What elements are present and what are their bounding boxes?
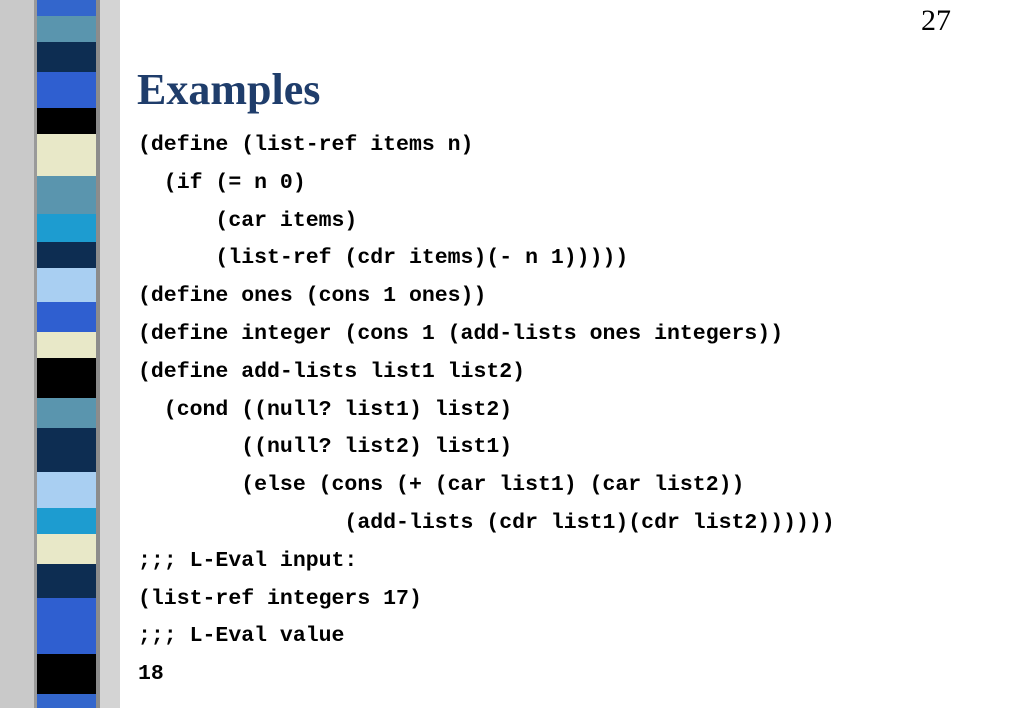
stripe-segment [37, 242, 96, 268]
stripe-segment [37, 42, 96, 72]
code-line: (add-lists (cdr list1)(cdr list2)))))) [138, 510, 835, 535]
code-line: (define ones (cons 1 ones)) [138, 284, 487, 309]
code-block: (define (list-ref items n) (if (= n 0) (… [138, 127, 835, 694]
page-number: 27 [921, 4, 951, 37]
stripe-segment [37, 628, 96, 654]
stripe-segment [37, 214, 96, 242]
code-line: (car items) [138, 208, 358, 233]
stripe-segment [37, 598, 96, 628]
code-line: ;;; L-Eval value [138, 624, 345, 649]
stripe-segment [37, 134, 96, 176]
stripe-segment [37, 654, 96, 694]
code-line: (else (cons (+ (car list1) (car list2)) [138, 473, 745, 498]
code-line: ((null? list2) list1) [138, 435, 513, 460]
stripe-segment [37, 332, 96, 358]
stripe-bar-graphic [0, 0, 120, 708]
decorative-stripe-bar [0, 0, 120, 708]
stripe-segment [37, 428, 96, 472]
code-line: (list-ref integers 17) [138, 586, 422, 611]
code-line: ;;; L-Eval input: [138, 548, 358, 573]
stripe-segment [37, 472, 96, 508]
code-line: (list-ref (cdr items)(- n 1))))) [138, 246, 629, 271]
stripe-segment [37, 694, 96, 708]
stripe-segment [37, 72, 96, 108]
stripe-segment [37, 564, 96, 598]
code-line: (if (= n 0) [138, 170, 306, 195]
stripe-segment [37, 508, 96, 534]
code-line: (define integer (cons 1 (add-lists ones … [138, 321, 784, 346]
code-line: (define add-lists list1 list2) [138, 359, 526, 384]
stripe-segment [37, 534, 96, 564]
stripe-segment [37, 16, 96, 42]
stripe-segment [37, 268, 96, 302]
stripe-segment [37, 398, 96, 428]
stripe-segment [37, 108, 96, 134]
code-line: (define (list-ref items n) [138, 133, 474, 157]
code-line: (cond ((null? list1) list2) [138, 397, 513, 422]
code-line: 18 [138, 662, 164, 687]
stripe-segment [37, 0, 96, 16]
stripe-segment [37, 302, 96, 332]
stripe-segment [37, 176, 96, 214]
slide-title: Examples [137, 65, 321, 114]
stripe-segment [37, 358, 96, 398]
